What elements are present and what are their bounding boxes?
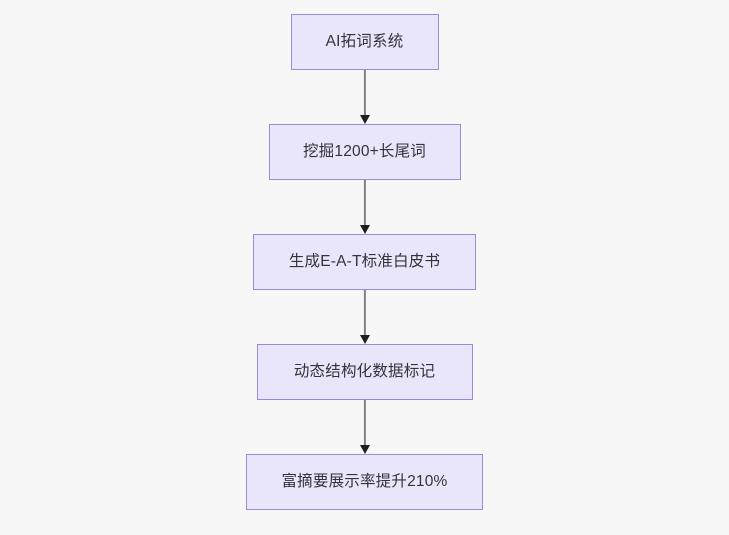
flow-node-dynamic-structured-data-markup[interactable]: 动态结构化数据标记 bbox=[256, 344, 473, 400]
connector-line bbox=[363, 288, 366, 336]
down-arrow-icon bbox=[359, 115, 370, 124]
flow-edge-n3-n4 bbox=[355, 288, 375, 344]
connector-line bbox=[363, 178, 366, 226]
connector-line bbox=[363, 398, 366, 446]
connector-line bbox=[363, 68, 366, 116]
flow-edge-n1-n2 bbox=[355, 68, 375, 124]
flow-node-mine-longtail-keywords[interactable]: 挖掘1200+长尾词 bbox=[268, 124, 461, 180]
flow-node-generate-eat-whitepaper[interactable]: 生成E-A-T标准白皮书 bbox=[253, 234, 476, 290]
down-arrow-icon bbox=[359, 225, 370, 234]
flow-edge-n4-n5 bbox=[355, 398, 375, 454]
down-arrow-icon bbox=[359, 445, 370, 454]
flow-edge-n2-n3 bbox=[355, 178, 375, 234]
flow-node-label: 挖掘1200+长尾词 bbox=[302, 143, 427, 161]
flow-node-label: 富摘要展示率提升210% bbox=[281, 473, 448, 491]
down-arrow-icon bbox=[359, 335, 370, 344]
flow-node-rich-snippet-impression-lift[interactable]: 富摘要展示率提升210% bbox=[246, 454, 483, 510]
flow-node-ai-keyword-system[interactable]: AI拓词系统 bbox=[290, 14, 439, 70]
flow-node-label: 生成E-A-T标准白皮书 bbox=[288, 253, 441, 271]
flow-node-label: 动态结构化数据标记 bbox=[293, 363, 436, 381]
flow-node-label: AI拓词系统 bbox=[325, 33, 404, 51]
